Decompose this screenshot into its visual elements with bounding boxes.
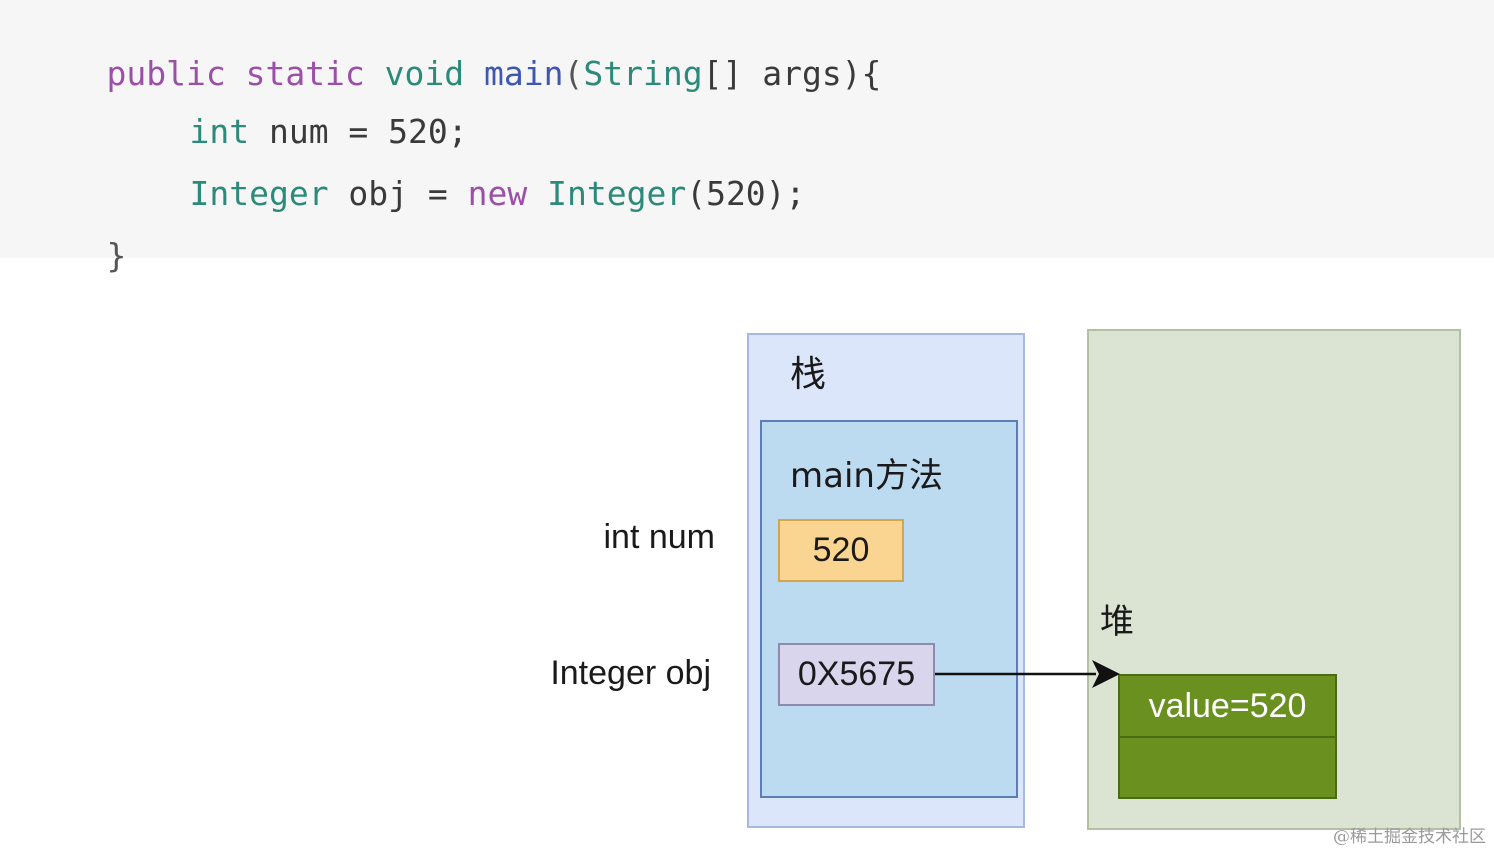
heap-object-empty-field xyxy=(1120,738,1335,797)
code-line-1-rest: [] args){ xyxy=(702,54,882,93)
integer-variable-label: Integer obj xyxy=(550,654,711,692)
method-name-main: main xyxy=(484,54,564,93)
type-integer: Integer xyxy=(189,174,329,213)
int-variable-label: int num xyxy=(603,518,716,556)
watermark: @稀土掘金技术社区 xyxy=(1333,827,1486,847)
closing-brace: } xyxy=(106,236,127,275)
method-frame-title: main方法 xyxy=(790,456,943,496)
code-line-4: } xyxy=(27,196,126,316)
keyword-public: public xyxy=(106,54,226,93)
code-line-3-rest: (520); xyxy=(686,174,806,213)
keyword-void: void xyxy=(384,54,465,93)
reference-address-box: 0X5675 xyxy=(778,643,935,706)
heap-integer-object: value=520 xyxy=(1118,674,1337,799)
code-line-3-mid: obj = xyxy=(328,174,468,213)
code-line-2: int num = 520; xyxy=(110,72,468,192)
type-integer-constructor: Integer xyxy=(547,174,687,213)
keyword-int: int xyxy=(189,112,250,151)
heap-object-value-field: value=520 xyxy=(1120,676,1335,738)
code-line-2-rest: num = 520; xyxy=(249,112,468,151)
code-block: public static void main(String[] args){ … xyxy=(0,0,1494,275)
stack-title: 栈 xyxy=(790,354,827,395)
main-method-frame xyxy=(760,420,1018,798)
code-line-3: Integer obj = new Integer(520); xyxy=(110,134,805,254)
keyword-static: static xyxy=(245,54,365,93)
keyword-new: new xyxy=(467,174,528,213)
code-line-1: public static void main(String[] args){ xyxy=(27,14,881,134)
paren-open: ( xyxy=(563,54,584,93)
heap-title: 堆 xyxy=(1100,602,1134,642)
int-value-box: 520 xyxy=(778,519,904,582)
type-string: String xyxy=(583,54,703,93)
